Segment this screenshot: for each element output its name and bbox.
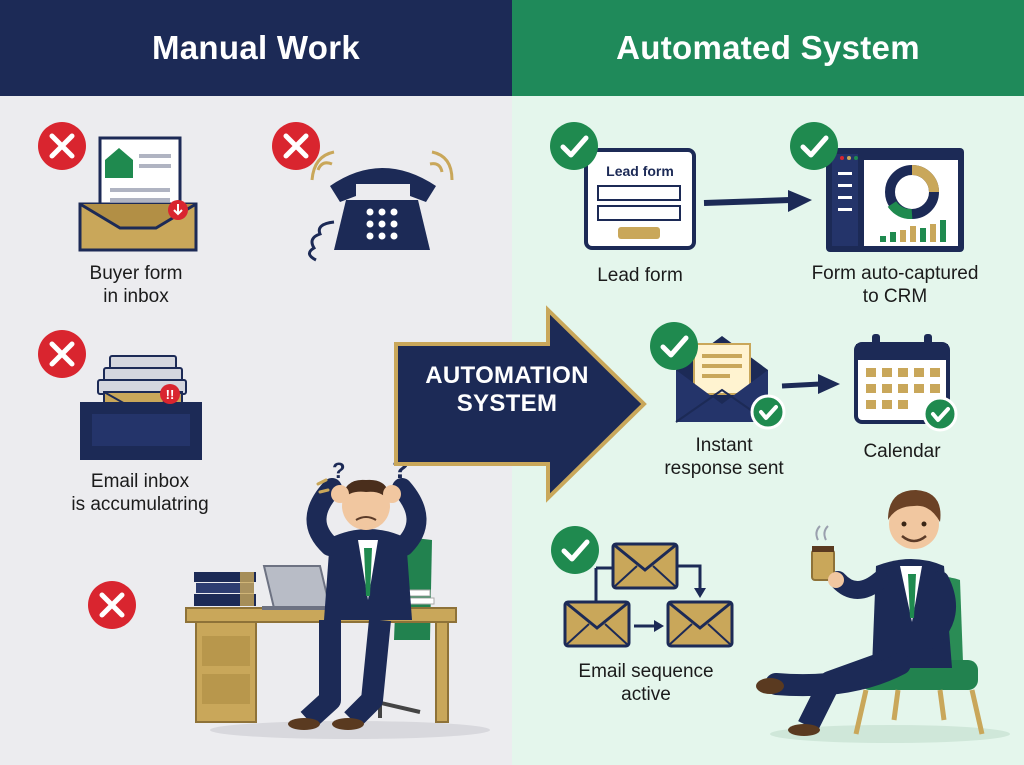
automation-system-label: AUTOMATION SYSTEM (425, 362, 589, 417)
check-mark-small-icon (922, 396, 958, 432)
document-inbox-icon (78, 136, 198, 252)
check-mark-icon (650, 322, 698, 370)
crm-dashboard-icon (826, 148, 964, 252)
x-mark-icon (38, 330, 86, 378)
svg-text:!!: !! (166, 387, 175, 402)
manual-work-title: Manual Work (0, 0, 512, 96)
automation-arrow (394, 305, 647, 503)
lead-form-icon: Lead form (584, 148, 696, 250)
envelope-icon (675, 336, 769, 423)
email-sequence-label: Email sequence active (578, 661, 714, 705)
telephone-icon (308, 150, 454, 262)
lead-form-inner-title: Lead form (606, 163, 674, 179)
email-sequence-icon (563, 542, 734, 648)
calendar-icon (854, 334, 950, 424)
relaxed-worker-icon (756, 490, 1010, 743)
email-tray-icon: !! (80, 355, 202, 460)
check-mark-icon (550, 122, 598, 170)
lead-form-label: Lead form (597, 265, 683, 286)
crm-capture-label: Form auto-captured to CRM (811, 263, 979, 307)
instant-response-label: Instant response sent (664, 435, 784, 479)
check-mark-icon (790, 122, 838, 170)
svg-text:?: ? (332, 458, 345, 483)
check-mark-small-icon (750, 394, 786, 430)
calendar-label: Calendar (863, 441, 941, 462)
x-mark-icon (38, 122, 86, 170)
stressed-worker-icon: ? ? (185, 453, 490, 739)
email-inbox-label: Email inbox is accumulatring (71, 471, 209, 515)
check-mark-icon (551, 526, 599, 574)
x-mark-icon (272, 122, 320, 170)
x-mark-icon (88, 581, 136, 629)
automated-system-title: Automated System (512, 0, 1024, 96)
buyer-form-label: Buyer form in inbox (89, 263, 183, 307)
